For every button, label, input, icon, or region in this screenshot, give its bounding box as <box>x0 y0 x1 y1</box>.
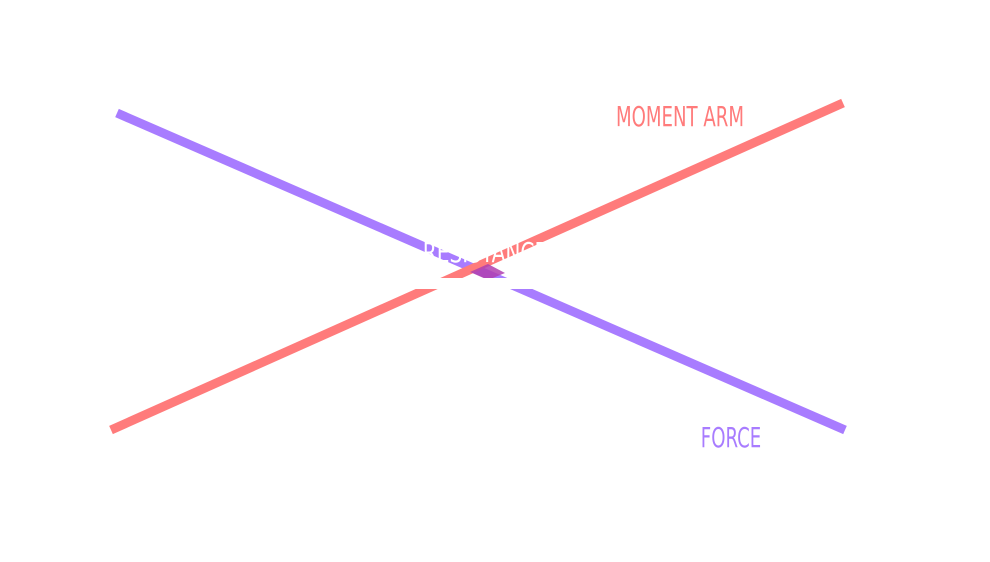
moment-arm-line <box>109 98 845 435</box>
moment-arm-label: MOMENT ARM <box>616 100 744 133</box>
overlap-region <box>470 264 505 280</box>
resistance-label: RESISTANCE <box>423 235 547 268</box>
force-label: FORCE <box>701 421 761 454</box>
resistance-band <box>360 278 590 289</box>
